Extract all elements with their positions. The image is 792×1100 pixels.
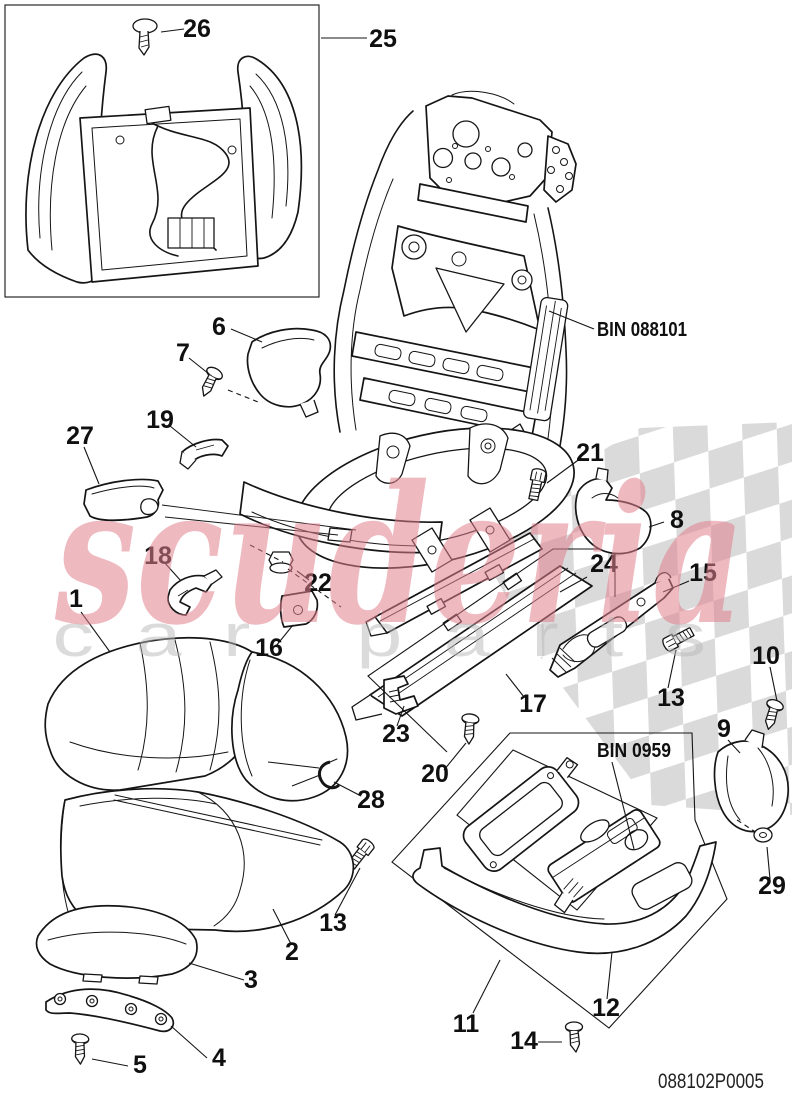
- flange-nut-22: [268, 551, 294, 574]
- switch-bezel: [462, 757, 580, 872]
- screw-7: [193, 364, 226, 400]
- side-trim-6: [246, 327, 332, 418]
- trim-cover-8: [574, 467, 652, 555]
- screw-20: [457, 712, 481, 746]
- seat-rail-17: [351, 565, 593, 721]
- callout-17: 17: [519, 690, 547, 718]
- leader-lines: [80, 28, 778, 1067]
- callout-28: 28: [357, 786, 385, 814]
- frame-lumbar-band: [351, 331, 545, 437]
- callout-29: 29: [758, 872, 786, 900]
- seat-adjust-switch: [547, 809, 661, 914]
- callout-21: 21: [576, 439, 604, 467]
- mount-strip-4: [45, 988, 175, 1033]
- callout-23: 23: [382, 720, 410, 748]
- callout-6: 6: [212, 313, 226, 341]
- figure-part-code: 088102P0005: [658, 1070, 764, 1093]
- frame-back-sheet: [391, 225, 541, 333]
- backrest-center-panel: [79, 105, 259, 283]
- seat-base-frame: [239, 423, 575, 573]
- seat-cushion-cover-1: [44, 636, 349, 802]
- frame-side-bracket: [543, 135, 577, 203]
- headrest-mount-plate: [425, 90, 553, 207]
- callout-8: 8: [670, 506, 684, 534]
- seat-back-frame: [333, 90, 577, 477]
- guide-clip-19: [179, 438, 229, 470]
- screw-5: [69, 1032, 90, 1066]
- callout-bin-088101: BIN 088101: [597, 319, 687, 341]
- callout-26: 26: [183, 15, 211, 43]
- callout-bin-0959: BIN 0959: [597, 740, 671, 762]
- seat-cushion-foam-2: [59, 787, 355, 933]
- cover-plate-16: [279, 590, 319, 628]
- seat-rail-24: [365, 532, 543, 637]
- callout-10: 10: [752, 642, 780, 670]
- inset-backrest-panel-box: [4, 4, 320, 298]
- callout-22: 22: [304, 569, 332, 597]
- cushion-pad-3: [35, 904, 198, 985]
- callout-labels: 26 25 BIN 088101 6 7 19 27 21 8 18 24 15…: [66, 15, 786, 1093]
- recliner-cover-9: [713, 729, 789, 833]
- trim-strip-27: [83, 478, 164, 522]
- callout-7: 7: [176, 339, 190, 367]
- frame-cross-strap: [417, 183, 529, 223]
- washer-29: [753, 827, 773, 843]
- callout-2: 2: [285, 938, 299, 966]
- callout-12: 12: [592, 994, 620, 1022]
- callout-11: 11: [453, 1010, 480, 1038]
- callout-9: 9: [717, 715, 731, 743]
- callout-20: 20: [421, 760, 449, 788]
- callout-19: 19: [146, 406, 174, 434]
- zone-outline-24: [367, 548, 616, 753]
- callout-24: 24: [590, 550, 618, 578]
- callout-13-left: 13: [319, 909, 347, 937]
- callout-1: 1: [69, 585, 83, 613]
- screw-14: [564, 1021, 584, 1053]
- zone-outline-bin-0959: [391, 732, 728, 1029]
- callout-13-right: 13: [657, 684, 685, 712]
- pan-support-legs: [411, 507, 511, 573]
- recliner-links: [375, 423, 509, 485]
- callout-16: 16: [255, 634, 283, 662]
- callout-14: 14: [510, 1027, 538, 1055]
- clip-26: [132, 18, 158, 56]
- callout-3: 3: [244, 966, 258, 994]
- callout-5: 5: [133, 1051, 147, 1079]
- callout-18: 18: [144, 542, 172, 570]
- retaining-clip-28: [317, 758, 341, 790]
- callout-15: 15: [689, 559, 717, 587]
- callout-25: 25: [369, 25, 397, 53]
- callout-4: 4: [212, 1044, 226, 1072]
- seat-side-trim-11-12: [412, 841, 717, 955]
- callout-27: 27: [66, 422, 94, 450]
- rail-end-bracket-23: [383, 675, 419, 715]
- end-cap-18: [167, 569, 223, 616]
